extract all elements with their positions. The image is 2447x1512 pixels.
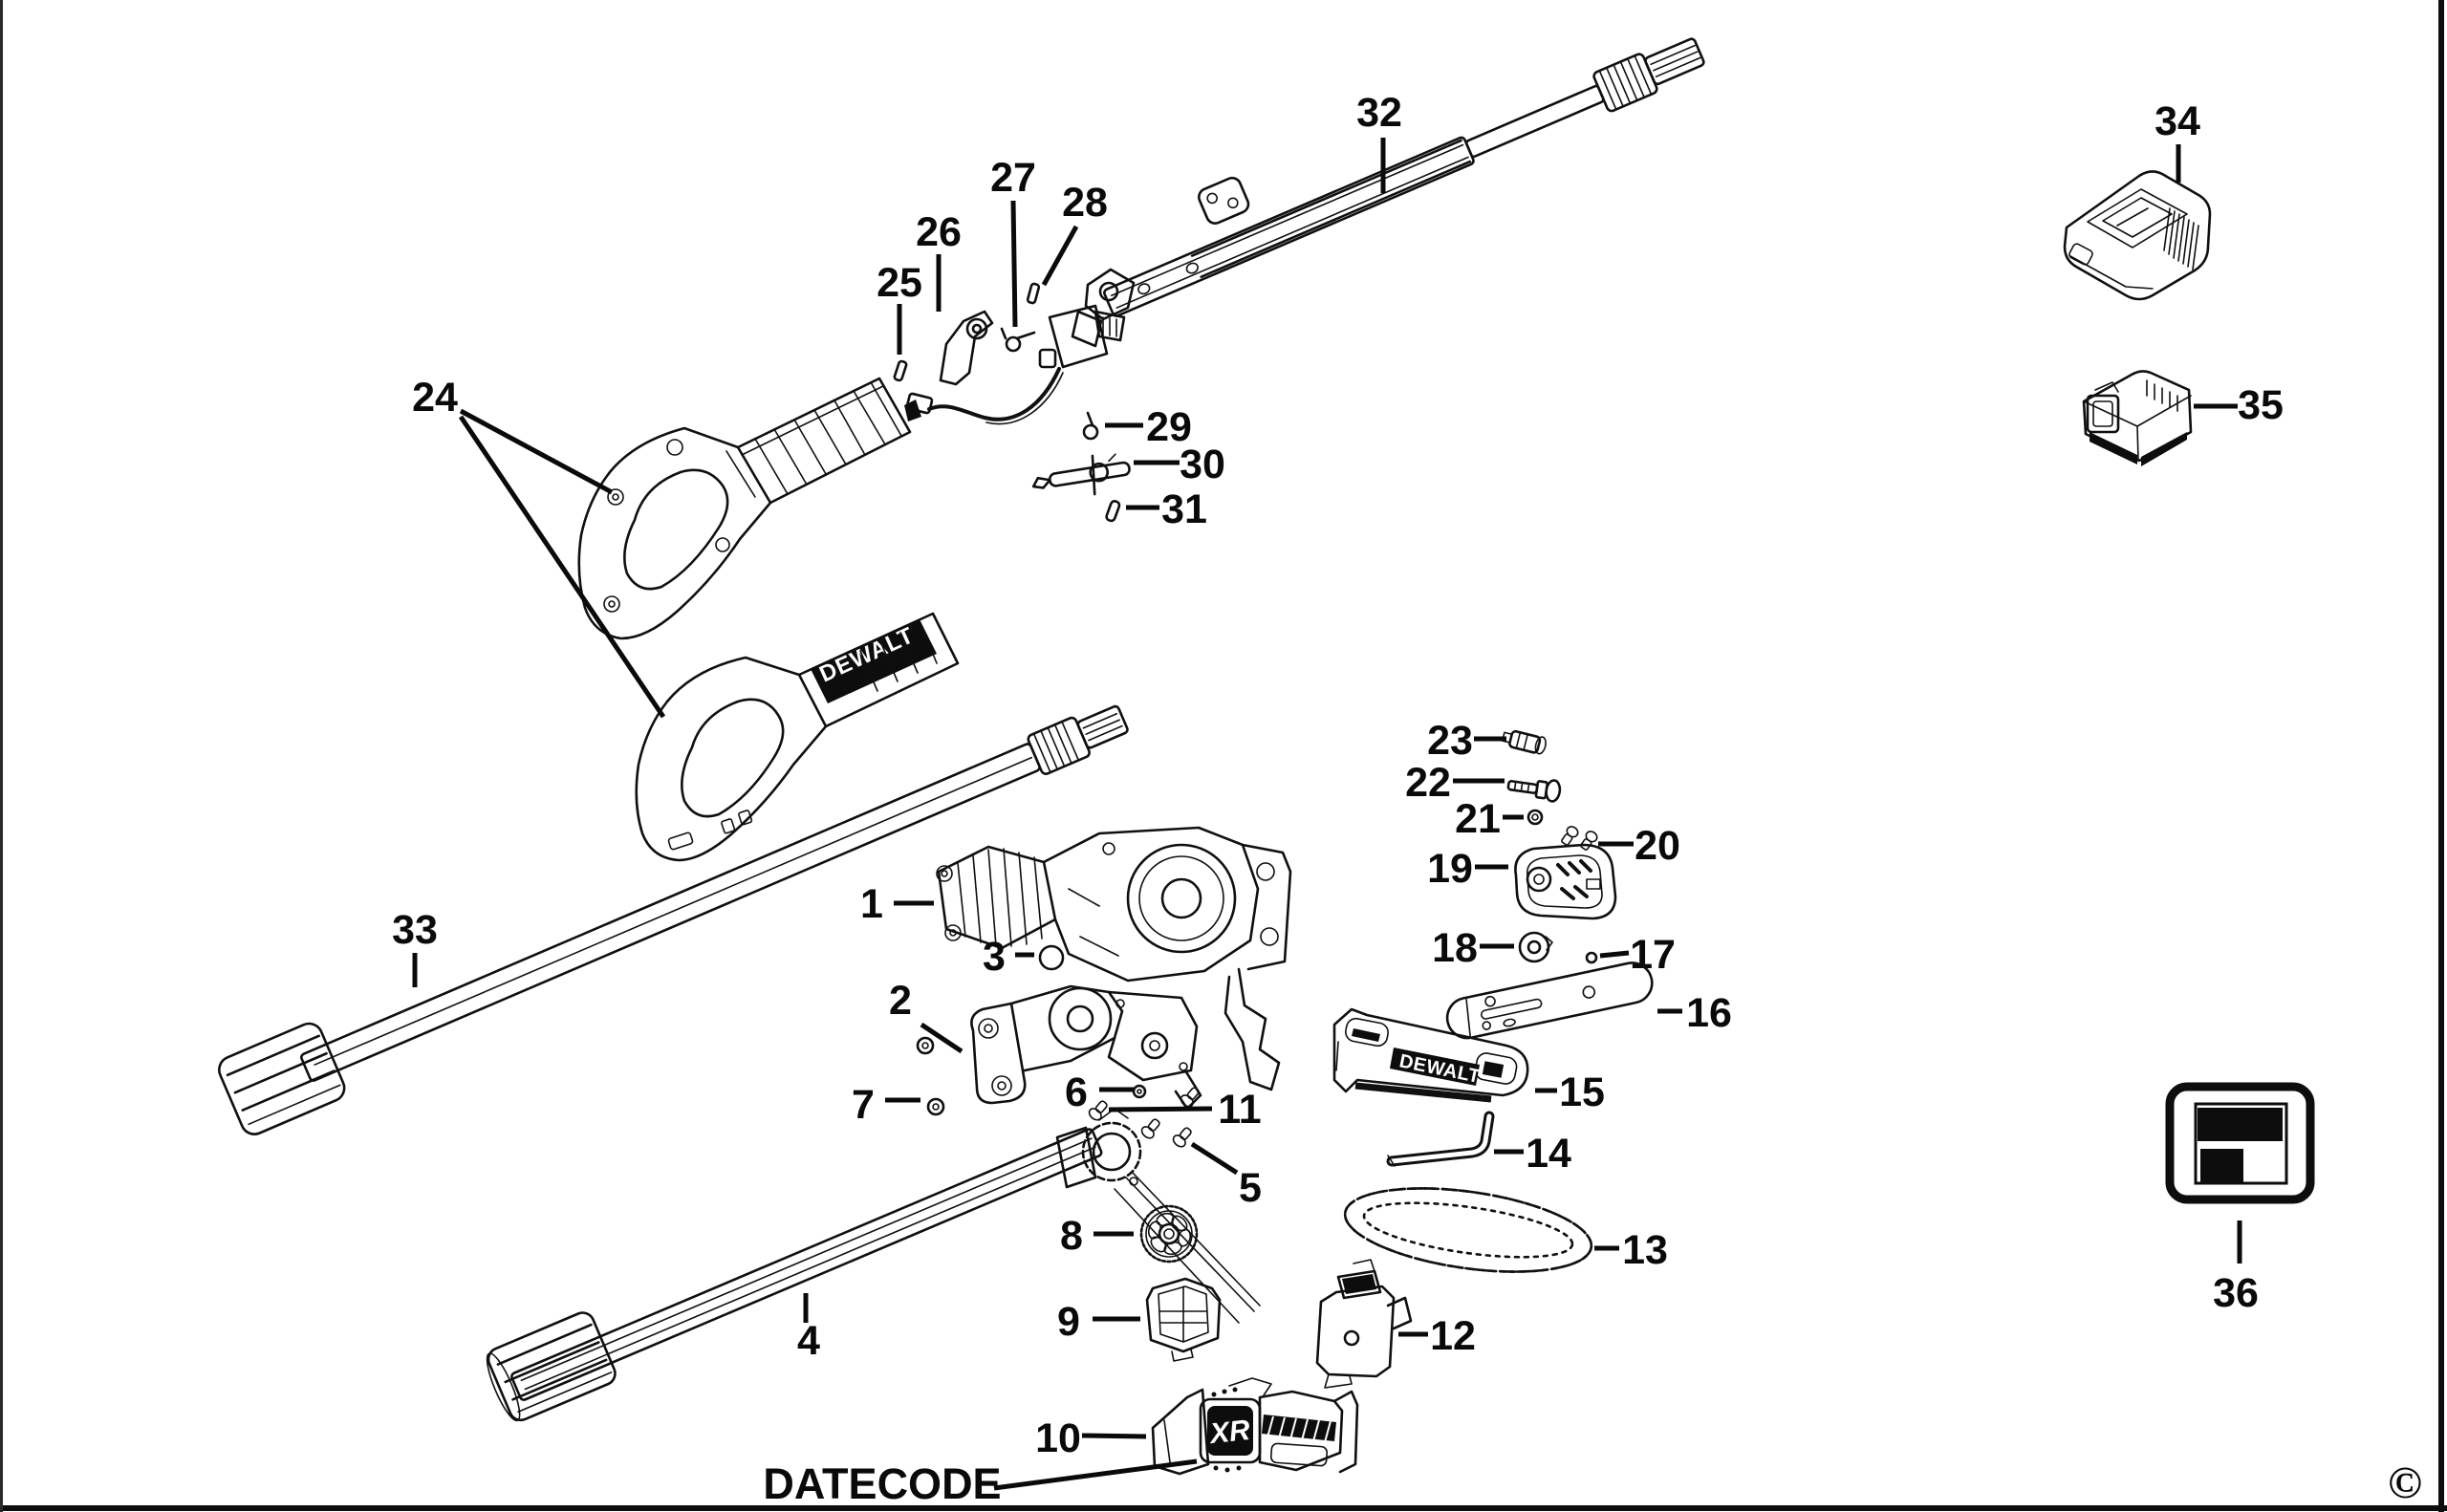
part-7-label: 7 xyxy=(852,1082,875,1128)
part-32-drawing xyxy=(1071,37,1705,348)
part-25-label: 25 xyxy=(877,260,922,306)
part-33-label: 33 xyxy=(392,907,438,953)
part-9-drawing xyxy=(1145,1277,1222,1362)
part-34-drawing xyxy=(2063,170,2212,301)
part-30-label: 30 xyxy=(1180,442,1225,487)
part-5-leader xyxy=(1190,1141,1239,1176)
part-17-label: 17 xyxy=(1630,932,1676,978)
part-3-label: 3 xyxy=(983,934,1006,980)
part-10-drawing: XR xyxy=(1151,1377,1359,1476)
part-5-11-screws-drawing xyxy=(1088,1087,1200,1186)
switch-housing-drawing xyxy=(1038,304,1126,369)
part-26-drawing xyxy=(939,310,994,386)
part-18-label: 18 xyxy=(1432,925,1478,971)
part-30-drawing xyxy=(1031,453,1131,496)
part-22-drawing xyxy=(1506,779,1562,803)
datecode-leader xyxy=(993,1458,1198,1491)
part-33-drawing xyxy=(218,704,1129,1135)
part-36-label: 36 xyxy=(2213,1270,2259,1316)
part-35-drawing xyxy=(2082,370,2193,466)
part-2-leader xyxy=(920,1022,964,1054)
datecode-label: DATECODE xyxy=(763,1459,1001,1508)
part-5-label: 5 xyxy=(1239,1165,1262,1211)
part-27-leader xyxy=(1010,200,1018,328)
part-28-label: 28 xyxy=(1062,180,1108,226)
part-16-label: 16 xyxy=(1686,990,1732,1036)
part-16-drawing xyxy=(1445,961,1654,1040)
part-24-upper-handle-drawing xyxy=(577,377,912,640)
part-32-label: 32 xyxy=(1356,90,1402,136)
part-9-label: 9 xyxy=(1057,1299,1080,1345)
page-border-left xyxy=(0,0,3,1512)
part-4-label: 4 xyxy=(797,1318,820,1364)
part-14-label: 14 xyxy=(1526,1131,1571,1177)
part-4-drawing xyxy=(486,1128,1103,1422)
part-7-screws-drawing xyxy=(916,1036,945,1116)
part-35-label: 35 xyxy=(2238,382,2284,428)
part-24-label: 24 xyxy=(412,375,458,421)
part-14-drawing xyxy=(1386,1111,1495,1167)
part-26-label: 26 xyxy=(916,209,962,255)
part-24-lower-handle-drawing: DEWALT xyxy=(635,612,960,862)
part-6-screw-drawing xyxy=(1132,1084,1147,1099)
part-12-drawing xyxy=(1315,1259,1413,1389)
part-36-drawing xyxy=(2165,1082,2315,1204)
part-25-drawing xyxy=(893,359,908,382)
part-2-drawing xyxy=(970,984,1202,1111)
part-8-label: 8 xyxy=(1060,1213,1083,1259)
part-1-label: 1 xyxy=(860,881,883,927)
part-24-leader-upper xyxy=(459,408,614,495)
part-31-label: 31 xyxy=(1161,486,1207,532)
part-23-label: 23 xyxy=(1427,718,1473,764)
part-19-label: 19 xyxy=(1427,846,1473,892)
part-17-drawing xyxy=(1585,951,1598,964)
part-11-label: 11 xyxy=(1218,1087,1261,1133)
part-29-label: 29 xyxy=(1146,404,1192,450)
cover-dewalt-logo: DEWALT xyxy=(1397,1050,1483,1088)
part-3-drawing xyxy=(1038,944,1065,971)
page-border-bottom xyxy=(0,1505,2447,1511)
part-27-drawing xyxy=(1000,327,1036,353)
part-29-drawing xyxy=(1082,411,1099,441)
part-21-drawing xyxy=(1527,809,1544,826)
copyright-symbol: © xyxy=(2388,1458,2422,1508)
part-24-leader-lower xyxy=(458,415,666,719)
part-15-drawing: DEWALT xyxy=(1332,1007,1529,1103)
part-8-drawing xyxy=(1139,1204,1199,1264)
part-6-label: 6 xyxy=(1065,1069,1088,1115)
part-11-leader xyxy=(1108,1106,1213,1112)
motor-xr-badge: XR xyxy=(1206,1415,1251,1450)
part-22-label: 22 xyxy=(1405,760,1451,806)
part-20-drawing xyxy=(1561,826,1598,851)
part-17-leader xyxy=(1599,950,1630,959)
part-13-label: 13 xyxy=(1622,1227,1668,1273)
part-34-label: 34 xyxy=(2155,98,2200,144)
part-23-drawing xyxy=(1501,729,1547,755)
part-10-label: 10 xyxy=(1035,1415,1081,1461)
part-27-label: 27 xyxy=(990,155,1036,201)
part-28-drawing xyxy=(1026,282,1041,305)
part-18-drawing xyxy=(1518,931,1553,963)
part-28-leader xyxy=(1041,225,1079,287)
part-20-label: 20 xyxy=(1635,823,1680,869)
part-2-label: 2 xyxy=(889,978,912,1024)
part-15-label: 15 xyxy=(1559,1069,1605,1115)
part-12-label: 12 xyxy=(1430,1313,1476,1359)
part-19-drawing xyxy=(1514,843,1617,920)
part-13-drawing xyxy=(1343,1187,1593,1273)
part-1-drawing xyxy=(936,826,1292,1091)
page-border-right xyxy=(2438,0,2444,1512)
part-31-drawing xyxy=(1105,500,1121,523)
part-21-label: 21 xyxy=(1455,796,1501,842)
wire-harness-drawing xyxy=(904,367,1064,425)
